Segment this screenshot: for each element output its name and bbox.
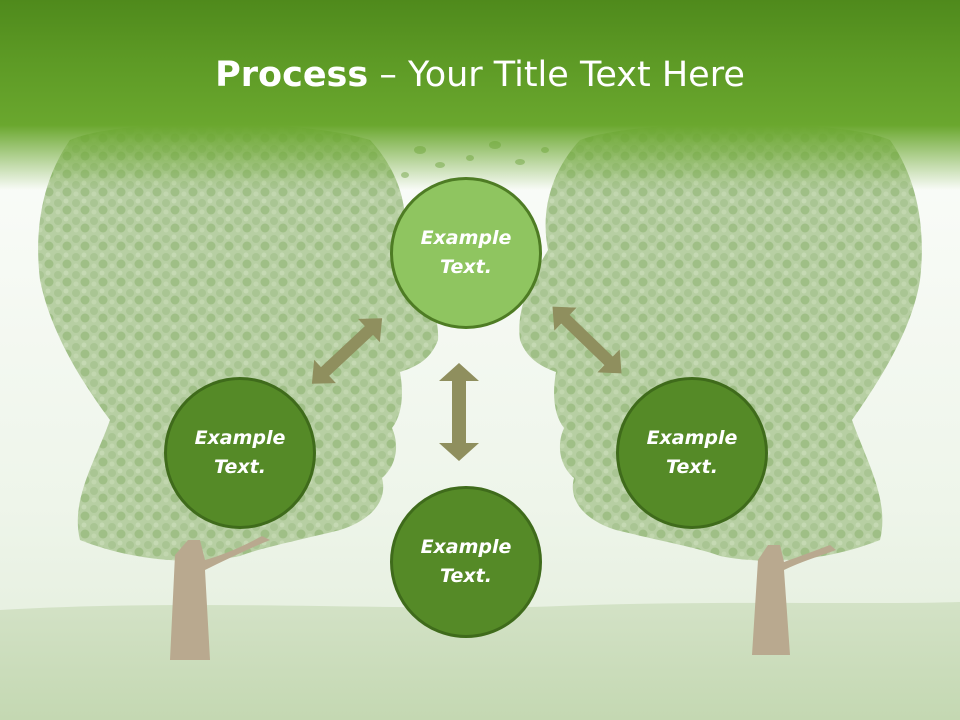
double-arrow-left-icon <box>311 318 383 384</box>
process-node-top[interactable]: Example Text. <box>390 177 542 329</box>
double-arrow-vertical-icon <box>439 363 479 461</box>
title-rest: – Your Title Text Here <box>368 55 745 95</box>
process-node-left[interactable]: Example Text. <box>164 377 316 529</box>
double-arrow-right-icon <box>552 306 622 374</box>
node-left-text: Example Text. <box>194 427 286 478</box>
node-bottom-text: Example Text. <box>420 536 512 587</box>
slide-title: Process – Your Title Text Here <box>0 50 960 100</box>
node-right-text: Example Text. <box>646 427 738 478</box>
process-node-right[interactable]: Example Text. <box>616 377 768 529</box>
process-node-bottom[interactable]: Example Text. <box>390 486 542 638</box>
title-band <box>0 0 960 190</box>
node-top-text: Example Text. <box>420 227 512 278</box>
tree-head-left-icon <box>38 123 439 660</box>
title-bold: Process <box>215 55 369 95</box>
